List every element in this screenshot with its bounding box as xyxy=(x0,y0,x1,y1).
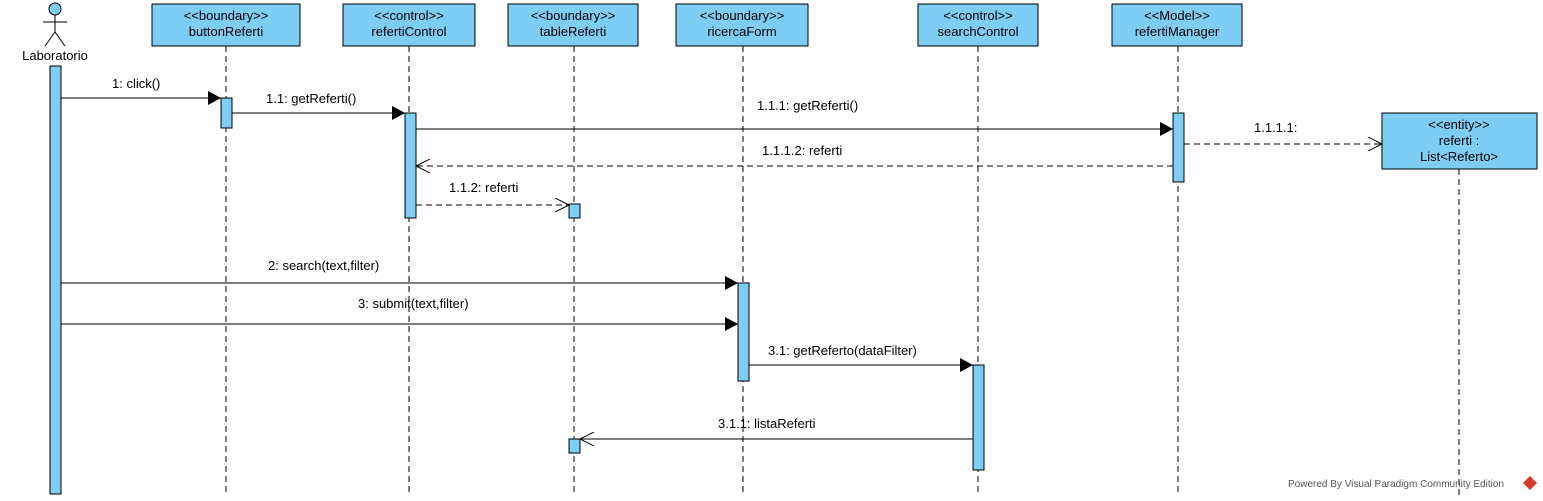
activation-refertimanager xyxy=(1172,112,1185,183)
lifeline-box xyxy=(675,3,809,47)
message-1-1-label: 1.1: getReferti() xyxy=(266,91,356,106)
lifeline-name: referti : xyxy=(1439,133,1479,148)
actor-leg-right-icon xyxy=(54,31,66,47)
activation-ricercaform xyxy=(737,282,750,382)
activation-referticontrol xyxy=(404,112,417,219)
message-1-1-1-label: 1.1.1: getReferti() xyxy=(757,98,858,113)
lifeline-stereotype: <<Model>> xyxy=(1144,8,1210,23)
activation-laboratorio xyxy=(49,65,62,495)
activation-searchcontrol xyxy=(972,364,985,471)
lifeline-name: searchControl xyxy=(938,24,1019,39)
lifeline-name: tableReferti xyxy=(540,24,607,39)
activation-tablereferti-2 xyxy=(568,438,581,454)
visual-paradigm-logo-icon xyxy=(1523,476,1537,490)
lifeline-box xyxy=(342,3,476,47)
message-1-label: 1: click() xyxy=(112,76,160,91)
lifeline-buttonreferti[interactable]: <<boundary>> buttonReferti xyxy=(151,3,301,47)
lifeline-tablereferti[interactable]: <<boundary>> tableReferti xyxy=(507,3,639,47)
message-3-1-label: 3.1: getReferto(dataFilter) xyxy=(768,343,917,358)
lifeline-stereotype: <<boundary>> xyxy=(531,8,616,23)
lifeline-box xyxy=(507,3,639,47)
lifeline-name: refertiControl xyxy=(371,24,446,39)
lifeline-referti[interactable]: <<entity>> referti : List<Referto> xyxy=(1381,112,1538,170)
lifeline-referticontrol[interactable]: <<control>> refertiControl xyxy=(342,3,476,47)
lifeline-searchcontrol[interactable]: <<control>> searchControl xyxy=(917,3,1039,47)
message-1-1-2-label: 1.1.2: referti xyxy=(449,180,518,195)
lifeline-name: buttonReferti xyxy=(189,24,264,39)
lifeline-box xyxy=(151,3,301,47)
message-2-label: 2: search(text,filter) xyxy=(268,258,379,273)
lifeline-stereotype: <<control>> xyxy=(943,8,1012,23)
lifeline-box xyxy=(917,3,1039,47)
actor-head-icon xyxy=(48,2,62,16)
lifeline-name: ricercaForm xyxy=(707,24,776,39)
activation-buttonreferti xyxy=(220,97,233,129)
lifeline-box xyxy=(1381,112,1538,170)
lifeline-stereotype: <<boundary>> xyxy=(184,8,269,23)
lifeline-box xyxy=(1111,3,1243,47)
activation-tablereferti-1 xyxy=(568,203,581,219)
lifeline-stereotype: <<boundary>> xyxy=(700,8,785,23)
actor-leg-left-icon xyxy=(44,31,56,47)
actor-label: Laboratorio xyxy=(22,48,88,63)
message-1-1-1-2-label: 1.1.1.2: referti xyxy=(762,143,842,158)
footer-powered-by: Powered By Visual Paradigm Community Edi… xyxy=(1288,479,1504,490)
message-3-label: 3: submit(text,filter) xyxy=(358,296,469,311)
message-1-1-1-1-label: 1.1.1.1: xyxy=(1254,120,1297,135)
lifeline-stereotype: <<control>> xyxy=(374,8,443,23)
message-3-1-1-label: 3.1.1: listaReferti xyxy=(718,416,816,431)
lifeline-name: refertiManager xyxy=(1135,24,1220,39)
lifeline-stereotype: <<entity>> xyxy=(1428,117,1489,132)
lifeline-type: List<Referto> xyxy=(1420,149,1498,164)
lifeline-ricercaform[interactable]: <<boundary>> ricercaForm xyxy=(675,3,809,47)
lifeline-refertimanager[interactable]: <<Model>> refertiManager xyxy=(1111,3,1243,47)
actor-laboratorio[interactable]: Laboratorio xyxy=(22,2,88,63)
